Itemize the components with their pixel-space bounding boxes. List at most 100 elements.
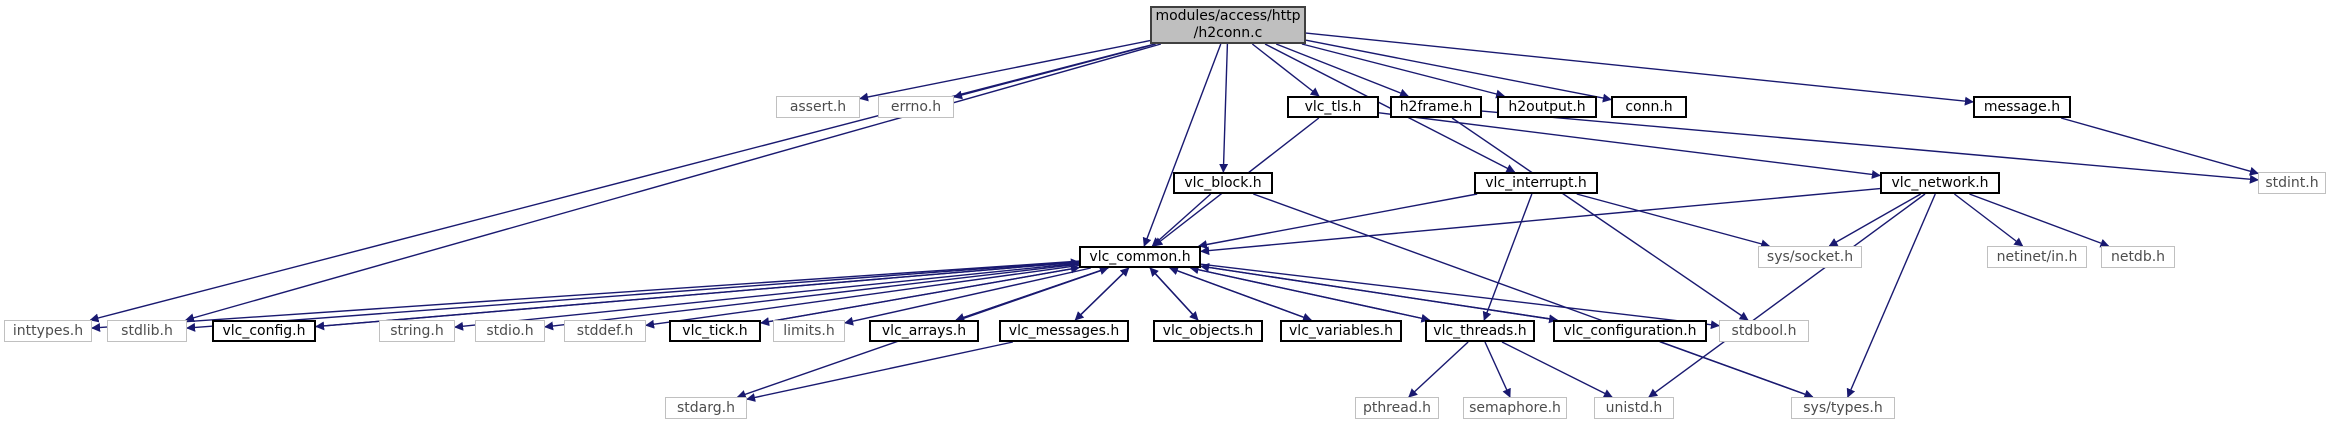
edge-vlc_network-to-unistd [1648, 193, 1926, 398]
node-unistd-h[interactable]: unistd.h [1594, 397, 1674, 419]
edge-root-to-vlc_block [1219, 43, 1229, 173]
edge-vlc_config-to-vlc_common [315, 258, 1080, 328]
edge-vlc_interrupt-to-sys_socket [1576, 193, 1771, 249]
edge-vlc_threads-to-semaphore [1484, 341, 1511, 398]
edge-vlc_network-to-netdb [1969, 193, 2110, 248]
edge-vlc_common-to-limits [844, 267, 1091, 326]
edge-vlc_variables-to-vlc_common [1169, 266, 1312, 321]
edge-vlc_configuration-to-vlc_common [1200, 262, 1558, 321]
node-message-h[interactable]: message.h [1973, 96, 2071, 118]
node-label: assert.h [789, 98, 847, 115]
node-vlc-tick-h[interactable]: vlc_tick.h [669, 320, 761, 342]
edge-h2frame-to-stdbool [1451, 117, 1749, 321]
node-label: limits.h [783, 322, 835, 339]
node-label: unistd.h [1605, 399, 1663, 416]
node-label: pthread.h [1362, 399, 1432, 416]
node-vlc-interrupt-h[interactable]: vlc_interrupt.h [1474, 172, 1598, 194]
edge-vlc_common-to-string [454, 262, 1080, 331]
node-h2frame-h[interactable]: h2frame.h [1390, 96, 1482, 118]
edge-vlc_messages-to-stdarg [746, 341, 1014, 402]
node-assert-h[interactable]: assert.h [776, 96, 860, 118]
node-label: string.h [390, 322, 444, 339]
node-label: vlc_threads.h [1433, 322, 1527, 339]
node-label: vlc_objects.h [1162, 322, 1254, 339]
node-vlc-tls-h[interactable]: vlc_tls.h [1287, 96, 1379, 118]
edge-vlc_common-to-inttypes [91, 260, 1080, 332]
node-label: h2frame.h [1399, 98, 1473, 115]
edge-vlc_arrays-to-vlc_common [955, 266, 1109, 321]
node-vlc-messages-h[interactable]: vlc_messages.h [999, 320, 1129, 342]
node-stdbool-h[interactable]: stdbool.h [1719, 320, 1809, 342]
edge-root-to-vlc_interrupt [1264, 43, 1516, 173]
edge-vlc_messages-to-vlc_common [1074, 267, 1130, 321]
node-vlc-threads-h[interactable]: vlc_threads.h [1425, 320, 1535, 342]
node-semaphore-h[interactable]: semaphore.h [1463, 397, 1567, 419]
node-label: stdbool.h [1731, 322, 1797, 339]
node-label: vlc_messages.h [1008, 322, 1120, 339]
edge-root-to-message [1305, 32, 1974, 106]
node-h2output-h[interactable]: h2output.h [1497, 96, 1597, 118]
node-label: vlc_network.h [1891, 174, 1989, 191]
node-stdarg-h[interactable]: stdarg.h [665, 397, 747, 419]
edge-vlc_network-to-netinet_in [1953, 193, 2024, 247]
node-label: stddef.h [576, 322, 634, 339]
edge-root-to-inttypes [89, 43, 1155, 323]
node-stdio-h[interactable]: stdio.h [475, 320, 545, 342]
node-vlc-common-h[interactable]: vlc_common.h [1079, 246, 1201, 268]
node-label: stdarg.h [677, 399, 735, 416]
node-label: stdio.h [486, 322, 534, 339]
node-vlc-configuration-h[interactable]: vlc_configuration.h [1553, 320, 1707, 342]
edge-vlc_common-to-stddef [645, 264, 1080, 329]
node-netdb-h[interactable]: netdb.h [2101, 246, 2175, 268]
node-label: vlc_tick.h [682, 322, 748, 339]
node-label: vlc_configuration.h [1563, 322, 1697, 339]
edge-root-to-stdlib [184, 43, 1162, 323]
node-stddef-h[interactable]: stddef.h [564, 320, 646, 342]
node-vlc-block-h[interactable]: vlc_block.h [1173, 172, 1273, 194]
node-label: conn.h [1625, 98, 1673, 115]
edge-root-to-vlc_tls [1251, 43, 1320, 97]
node-label: vlc_common.h [1089, 248, 1191, 265]
node-label: sys/socket.h [1766, 248, 1854, 265]
node-vlc-network-h[interactable]: vlc_network.h [1880, 172, 2000, 194]
edge-vlc_network-to-sys_types [1846, 193, 1936, 398]
node-vlc-arrays-h[interactable]: vlc_arrays.h [869, 320, 979, 342]
node-vlc-config-h[interactable]: vlc_config.h [212, 320, 316, 342]
node-label: netinet/in.h [1996, 248, 2078, 265]
node-label: sys/types.h [1803, 399, 1883, 416]
node-sys-socket-h[interactable]: sys/socket.h [1758, 246, 1862, 268]
node-label: h2output.h [1508, 98, 1586, 115]
node-conn-h[interactable]: conn.h [1611, 96, 1687, 118]
edge-vlc_common-to-stdlib [186, 260, 1080, 332]
node-root-h2conn-c[interactable]: modules/access/http /h2conn.c [1150, 6, 1306, 44]
edge-vlc_block-to-vlc_common [1151, 193, 1212, 247]
node-label: vlc_block.h [1184, 174, 1262, 191]
edge-vlc_tls-to-vlc_network [1378, 112, 1881, 179]
node-string-h[interactable]: string.h [379, 320, 455, 342]
edge-root-to-h2frame [1275, 43, 1409, 98]
edge-vlc_network-to-vlc_common [1200, 187, 1881, 256]
node-netinet-in-h[interactable]: netinet/in.h [1987, 246, 2087, 268]
node-sys-types-h[interactable]: sys/types.h [1791, 397, 1895, 419]
node-inttypes-h[interactable]: inttypes.h [4, 320, 92, 342]
node-label: stdlib.h [121, 322, 173, 339]
edge-vlc_common-to-stdbool [1200, 263, 1720, 330]
node-errno-h[interactable]: errno.h [878, 96, 954, 118]
node-vlc-variables-h[interactable]: vlc_variables.h [1280, 320, 1402, 342]
root-label-line1: modules/access/http [1155, 8, 1301, 24]
edge-vlc_threads-to-unistd [1501, 341, 1613, 398]
node-stdint-h[interactable]: stdint.h [2258, 172, 2326, 194]
node-label: vlc_variables.h [1289, 322, 1393, 339]
node-limits-h[interactable]: limits.h [773, 320, 845, 342]
node-label: stdint.h [2265, 174, 2319, 191]
edge-vlc_threads-to-vlc_common [1189, 265, 1430, 321]
edge-vlc_threads-to-pthread [1408, 341, 1469, 398]
edge-root-to-vlc_common [1142, 43, 1222, 247]
edge-vlc_network-to-sys_socket [1828, 193, 1922, 247]
node-pthread-h[interactable]: pthread.h [1355, 397, 1439, 419]
node-stdlib-h[interactable]: stdlib.h [107, 320, 187, 342]
node-vlc-objects-h[interactable]: vlc_objects.h [1153, 320, 1263, 342]
edge-root-to-conn [1305, 39, 1612, 103]
root-label-line2: /h2conn.c [1193, 25, 1263, 41]
